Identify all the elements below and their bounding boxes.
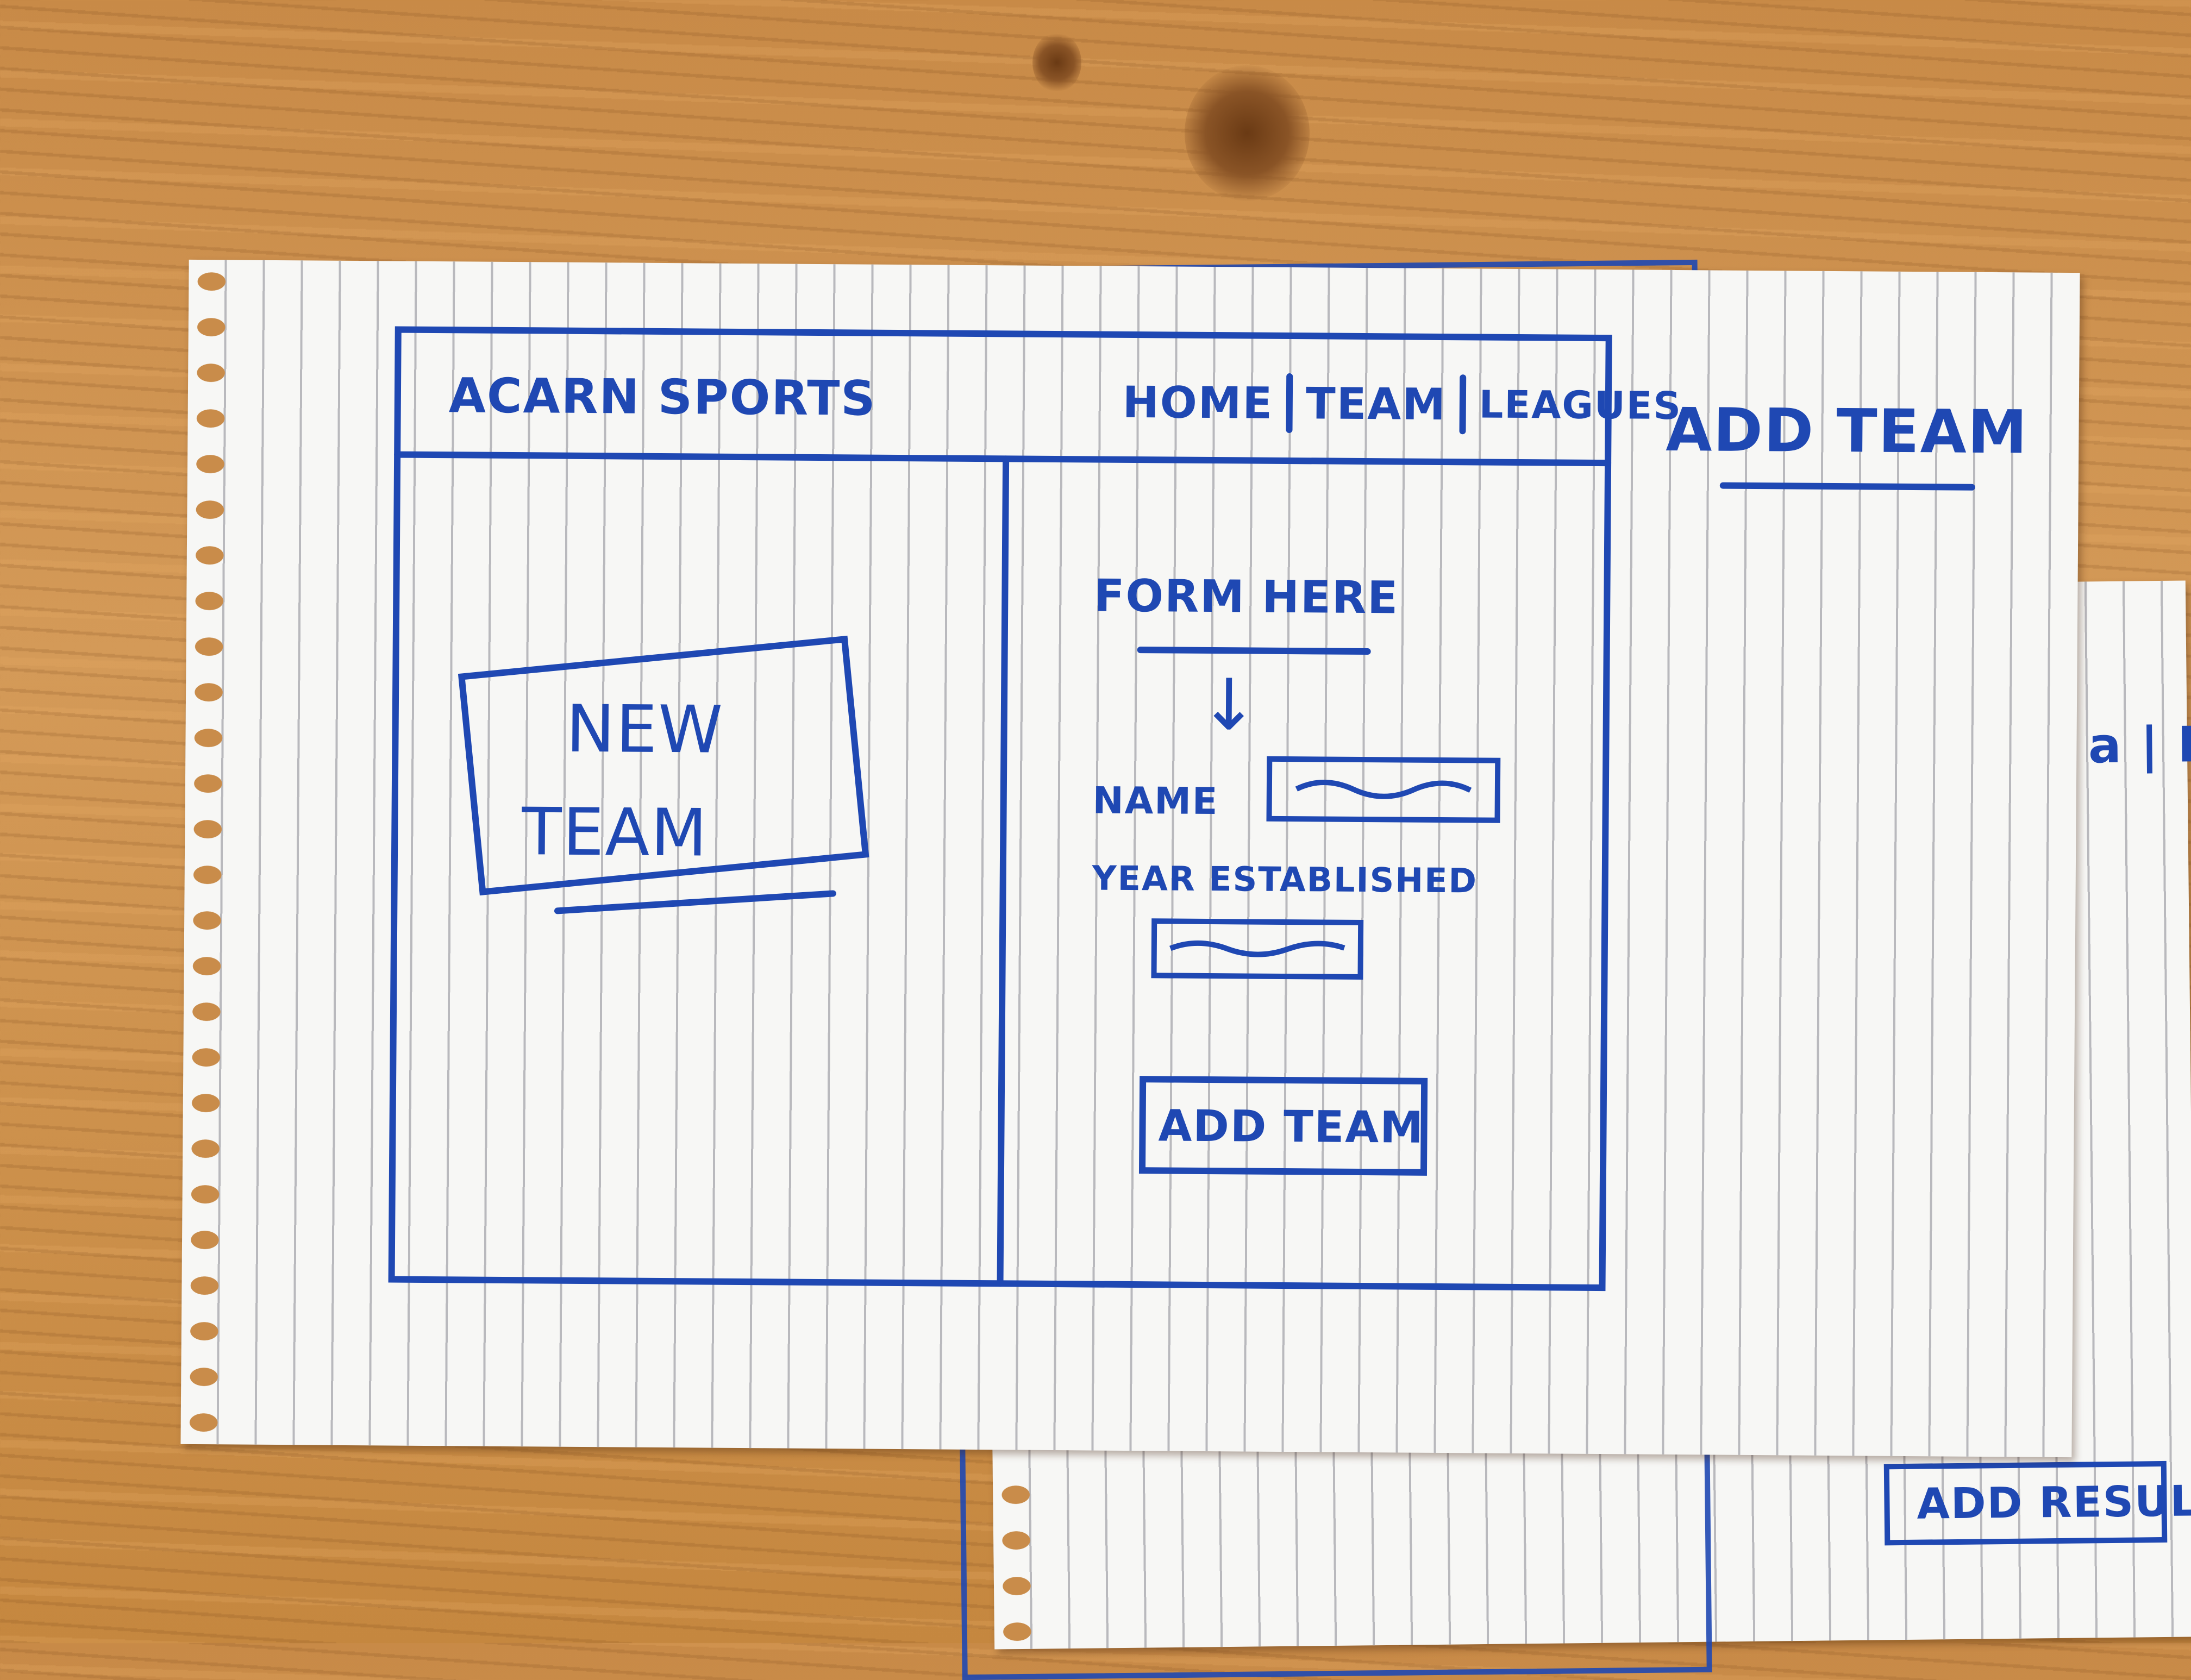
add-team-button-label: ADD TEAM xyxy=(1158,1100,1425,1153)
arrow-down-icon: ↓ xyxy=(1199,663,1260,747)
page-title: ADD TEAM xyxy=(1666,394,2029,467)
wood-knot xyxy=(1185,65,1310,201)
add-result-label: ADD RESULT xyxy=(1917,1476,2191,1529)
back-nav-fragment: a | Le xyxy=(2088,716,2191,775)
form-heading: FORM HERE xyxy=(1094,570,1399,624)
name-label: NAME xyxy=(1092,779,1219,824)
page-title-underline xyxy=(1719,482,1975,491)
name-input-scribble xyxy=(1295,780,1472,799)
binder-holes xyxy=(184,259,230,1445)
nav-home[interactable]: HOME xyxy=(1122,377,1274,429)
brand-logo[interactable]: ACARN SPORTS xyxy=(448,367,877,427)
nav-team[interactable]: TEAM xyxy=(1305,378,1447,430)
year-established-label: YEAR ESTABLISHED xyxy=(1092,858,1478,901)
new-team-line1: NEW xyxy=(566,691,724,768)
new-team-line2: TEAM xyxy=(521,794,709,872)
year-input-scribble xyxy=(1169,940,1345,957)
wood-knot xyxy=(1032,33,1081,92)
wireframe-sheet: ACARN SPORTS HOME TEAM LEAGUES ADD TEAM … xyxy=(180,259,2080,1458)
nav-leagues[interactable]: LEAGUES xyxy=(1479,382,1682,429)
top-nav: HOME TEAM LEAGUES xyxy=(1122,372,1682,436)
